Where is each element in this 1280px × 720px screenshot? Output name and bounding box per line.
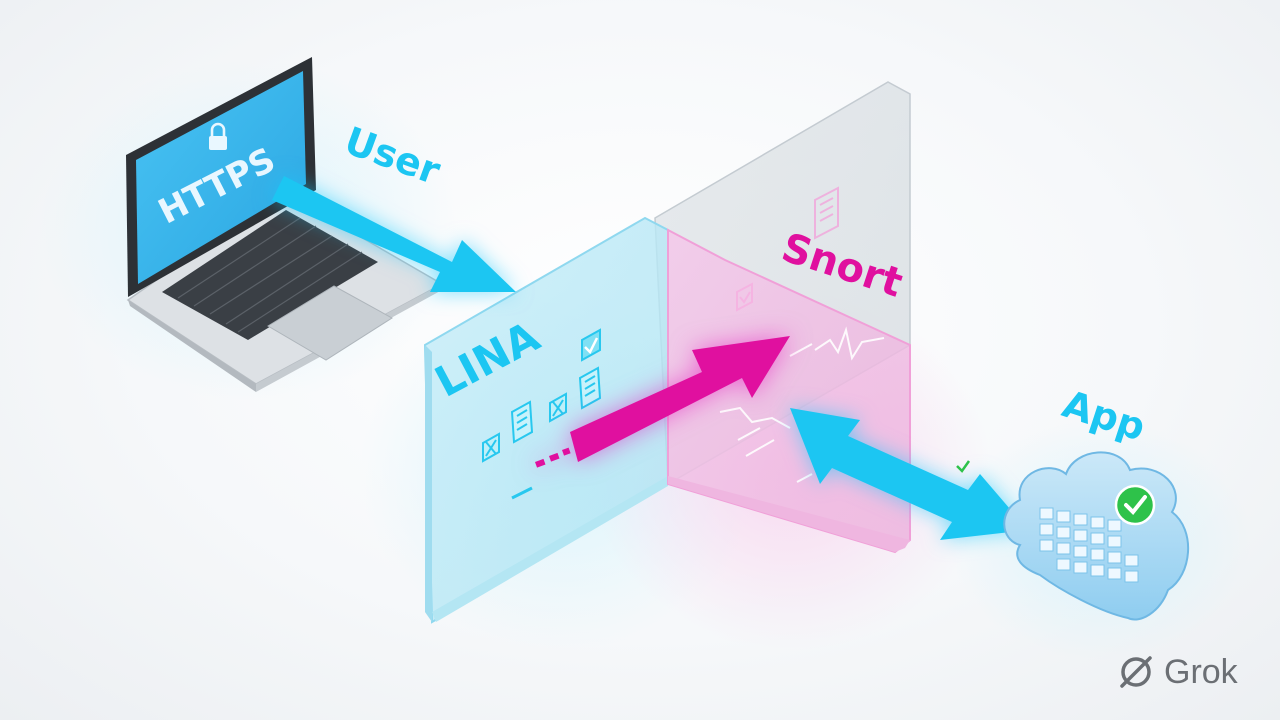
lina-checkbox-x-2 [482, 432, 500, 463]
grok-watermark: Grok [1116, 652, 1238, 692]
laptop-base-edge [128, 300, 256, 392]
lina-checkbox-x-1 [549, 392, 567, 423]
lina-checkbox-checked [581, 328, 601, 362]
document-icon [510, 400, 534, 444]
user-to-lina-arrow [272, 176, 516, 292]
laptop-screen [136, 71, 306, 284]
lock-icon [209, 122, 227, 150]
document-icon [578, 366, 602, 410]
lina-dash [511, 486, 533, 500]
checkmark-icon [956, 460, 971, 473]
cloud-check-badge [1114, 484, 1156, 526]
snort-document-icon [814, 186, 839, 240]
watermark-text: Grok [1164, 652, 1238, 691]
laptop-icon [126, 57, 444, 392]
server-grid [1039, 507, 1139, 583]
laptop-trackpad [267, 285, 393, 361]
snort-app-double-arrow [790, 408, 1028, 540]
snort-panel-graphics [719, 282, 885, 483]
lina-to-snort-arrow [535, 336, 790, 468]
grok-logo-icon [1120, 656, 1152, 688]
keyboard-keys [177, 217, 363, 333]
